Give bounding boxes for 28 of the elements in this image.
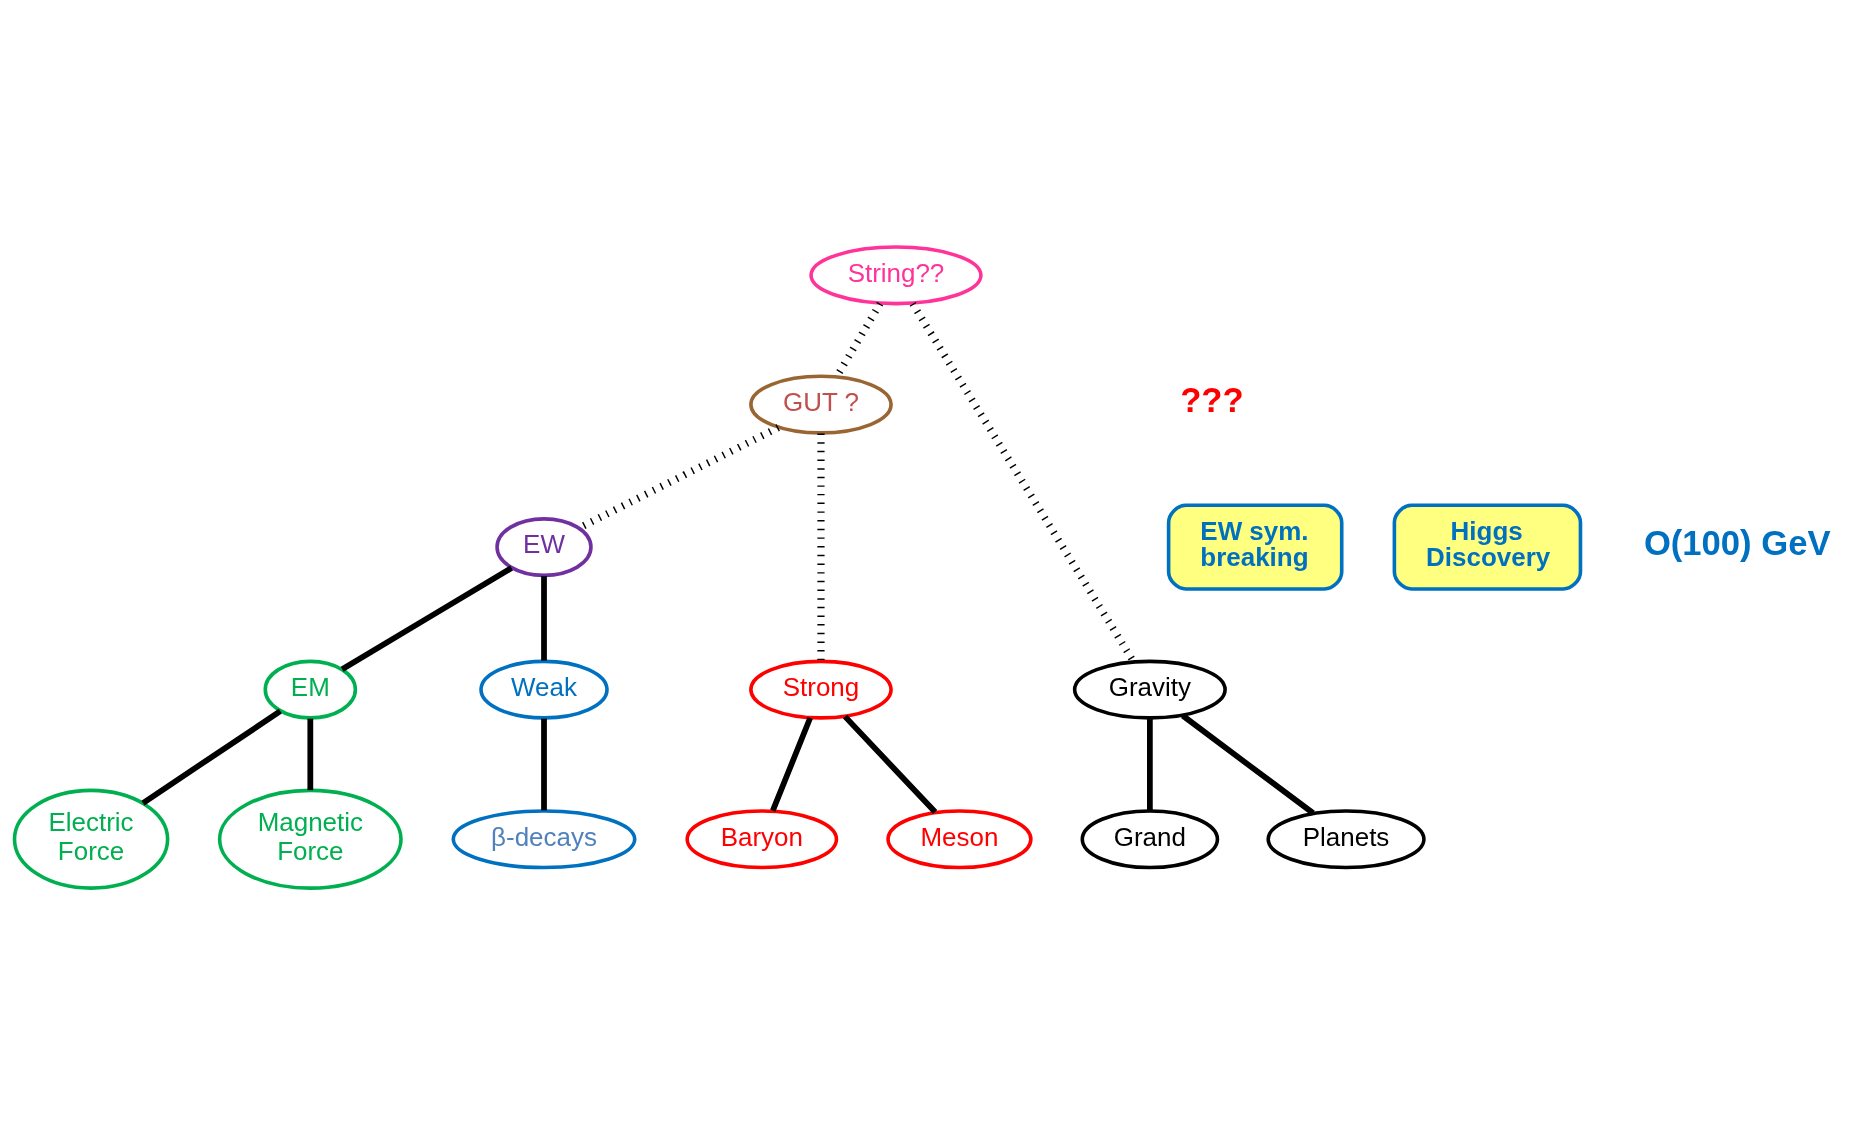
node-ellipse: GUT ? [749,374,893,435]
connector [541,718,547,811]
node-ellipse: Gravity [1072,659,1227,720]
connector [340,565,513,672]
connector [1180,713,1315,816]
node-ellipse: Meson [886,809,1033,870]
node-ellipse: EM [263,659,358,720]
node-ellipse: Baryon [685,809,839,870]
node-ellipse: Grand [1080,809,1220,870]
label: O(100) GeV [1643,523,1831,562]
node-ellipse: Weak [479,659,609,720]
node-ellipse: String?? [809,245,983,306]
node-box: EW sym. breaking [1166,503,1344,591]
node-ellipse: EW [495,517,593,578]
connector [817,433,825,661]
connector [141,708,282,806]
node-ellipse: Planets [1266,809,1426,870]
node-ellipse: Strong [749,659,893,720]
connector [843,714,938,815]
node-ellipse: Magnetic Force [217,788,403,890]
node-ellipse: β-decays [451,809,637,870]
node-box: Higgs Discovery [1392,503,1583,591]
connector [307,718,314,791]
node-ellipse: Electric Force [12,788,170,890]
label: ??? [1180,381,1244,420]
connector [770,716,813,812]
connector [541,576,547,661]
connector [1147,718,1153,811]
